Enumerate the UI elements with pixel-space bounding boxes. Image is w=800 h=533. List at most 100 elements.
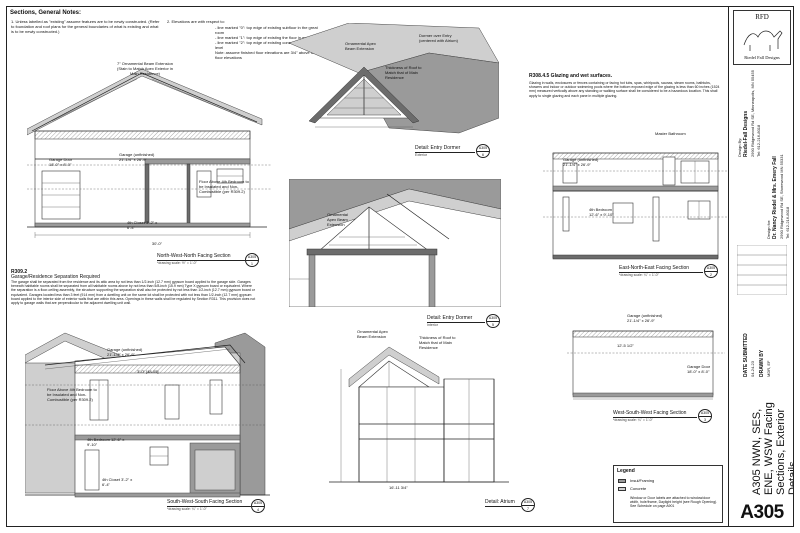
ene-title: East-North-East Facing Section [619,265,690,271]
drawn-by-label: DRAWN BY [759,349,765,377]
r309-text: The garage shall be separated from the r… [11,280,256,306]
nwn-closet-label: 4th Closet 3'-2" x 6'-4" [127,220,158,230]
legend-insul-label: Insul/Framing [630,478,655,483]
sws-garage-label: Garage (unfinished) 21'-1/4" x 26'-9" [107,347,143,357]
atrium-title: Detail: Atrium [485,499,515,505]
ene-scale: *drawing scale: ¼" = 1'-0" [619,273,659,277]
logo: RFD Riedel Fall Designs [733,10,791,65]
atrium-title-underline [485,506,521,507]
sheet-title: A305 NWN, SES, ENE, WSW Facing Sections,… [751,402,794,495]
legend-window-note: Window or Door labels are attached to wi… [630,496,718,508]
atrium-dim: 16'-11 3/4" [389,485,408,490]
atrium-drawing [329,346,509,483]
entry-ext-thickness-label: Thickness of Roof to Match that of Main … [385,65,422,80]
sws-floor-above-label: Floor Above 4th Bedroom to be Insulated … [47,387,97,402]
drawn-by-value: MDR, EF [766,360,771,377]
r308-text: Glazing in walls, enclosures or fences c… [529,81,720,98]
entry-ext-marker-id: A305 [478,146,488,150]
entry-int-sub: Interior [427,323,438,327]
wsw-garage-label: Garage (unfinished) 21'-1/4" x 26'-9" [627,313,663,323]
entry-ext-title-underline [415,152,475,153]
sws-marker-id: A305 [253,501,263,505]
ene-garage-label: Garage (unfinished) 21'-1/4" x 26'-9" [563,157,599,167]
atrium-thickness-label: Thickness of Roof to Match that of Main … [419,335,456,350]
wsw-garage-door-label: Garage Door 18'-0" x 8'-0" [687,364,711,374]
atrium-apex-label: Ornamental Apex Beam Extension [357,329,388,339]
ene-marker-id: A305 [706,266,716,270]
sws-scale: *drawing scale: ¼" = 1'-0" [167,507,207,511]
nwn-beam-label: 7" Ornamental Beam Extension (Stain to M… [116,61,174,76]
entry-ext-drawing [289,23,499,134]
sws-title: South-West-South Facing Section [167,499,243,505]
ene-master-bath-label: Master Bathroom [655,131,686,136]
design-by-label: Design By: [737,137,742,157]
sheet-number: A305 [740,502,784,523]
nwn-section-drawing [27,68,272,238]
wsw-title-underline [613,417,697,418]
ene-bedroom-label: 4th Bedroom 12'-6" x 9'-10" [589,207,614,217]
sws-marker-num: 4 [252,506,264,513]
nwn-title: North-West-North Facing Section [157,253,231,259]
nwn-dim-width: 30'-0" [151,241,163,246]
design-for-phone: Tel: 612-216-8018 [785,206,790,239]
legend-title: Legend [617,468,635,474]
wsw-dim: 12'-5 1/2" [617,343,634,348]
wsw-section-drawing [567,330,725,400]
entry-int-marker-num: 5 [487,321,499,328]
sws-title-underline [167,506,251,507]
entry-int-title-underline [427,322,485,323]
entry-int-marker-id: A305 [488,316,498,320]
entry-ext-apex-label: Ornamental Apex Beam Extension [345,41,376,51]
nwn-scale: *drawing scale: ½" = 1'-0" [157,261,197,265]
nwn-title-underline [157,260,245,261]
legend-swatch-concrete [618,487,626,491]
date-value: 04-24-23 [750,360,755,377]
design-by-phone: Tel: 612-216-8018 [756,124,761,157]
nwn-garage-label: Garage (unfinished) 21'-1/4" x 26'-9" [119,152,155,162]
sws-closet-label: 4th Closet 3'-2" x 6'-4" [102,477,133,487]
nwn-marker-num: 1 [246,260,258,267]
entry-ext-dormer-label: Dormer over Entry (centered with Atrium) [419,33,458,43]
design-by: Riedel-Fall Designs [743,110,749,157]
entry-int-title: Detail: Entry Dormer [427,315,473,321]
note-2: 2. Elevations are with respect to: [167,19,225,24]
ene-section-drawing [543,152,728,260]
legend: Legend Insul/Framing Concrete Window or … [613,465,723,523]
drawing-sheet: Sections, General Notes: 1. Unless label… [6,6,794,527]
wsw-scale: *drawing scale: ¼" = 1'-0" [613,418,653,422]
wsw-title: West-South-West Facing Section [613,410,687,416]
legend-concrete-label: Concrete [630,486,647,491]
entry-ext-title: Detail: Entry Dormer [415,145,461,151]
nwn-marker-id: A305 [247,255,257,259]
r309-title: R309.2 [11,269,28,275]
wsw-marker-num: 3 [699,416,711,423]
ene-title-underline [619,272,703,273]
notes-title: Sections, General Notes: [10,10,82,16]
logo-text: RFD [755,13,769,21]
sws-dim-window: 3'-0" [48-05] [137,369,159,374]
entry-int-drawing [289,179,501,307]
title-block: RFD Riedel Fall Designs Design By: Riede… [728,7,794,526]
sws-section-drawing [25,332,270,498]
entry-ext-marker-num: 6 [477,151,489,158]
design-for-label: Design for: [766,219,771,239]
camel-logo-icon [743,30,783,51]
note-1: 1. Unless labelled as "existing" assume … [11,19,160,34]
design-by-address: 2990 Ridgewood Rd SE, Minneapolis, MN 55… [750,70,755,157]
entry-ext-sub: Exterior [415,153,428,157]
r309-subtitle: Garage/Residence Separation Required [11,274,100,280]
nwn-garage-door-label: Garage Door 18'-0" x 8'-0" [49,157,73,167]
sws-bedroom-label: 4th Bedroom 12'-6" x 9'-10" [87,437,125,447]
ene-marker-num: 2 [705,271,717,278]
nwn-floor-above-label: Floor Above 4th Bedroom to be Insulated … [199,179,249,194]
design-for-address: 2990 Ridgewood Rd SE, Shorewood MN 55331 [779,154,784,239]
date-label: DATE SUBMITTED [743,333,749,377]
atrium-marker-num: 7 [522,505,534,512]
stamp-grid [737,245,787,295]
